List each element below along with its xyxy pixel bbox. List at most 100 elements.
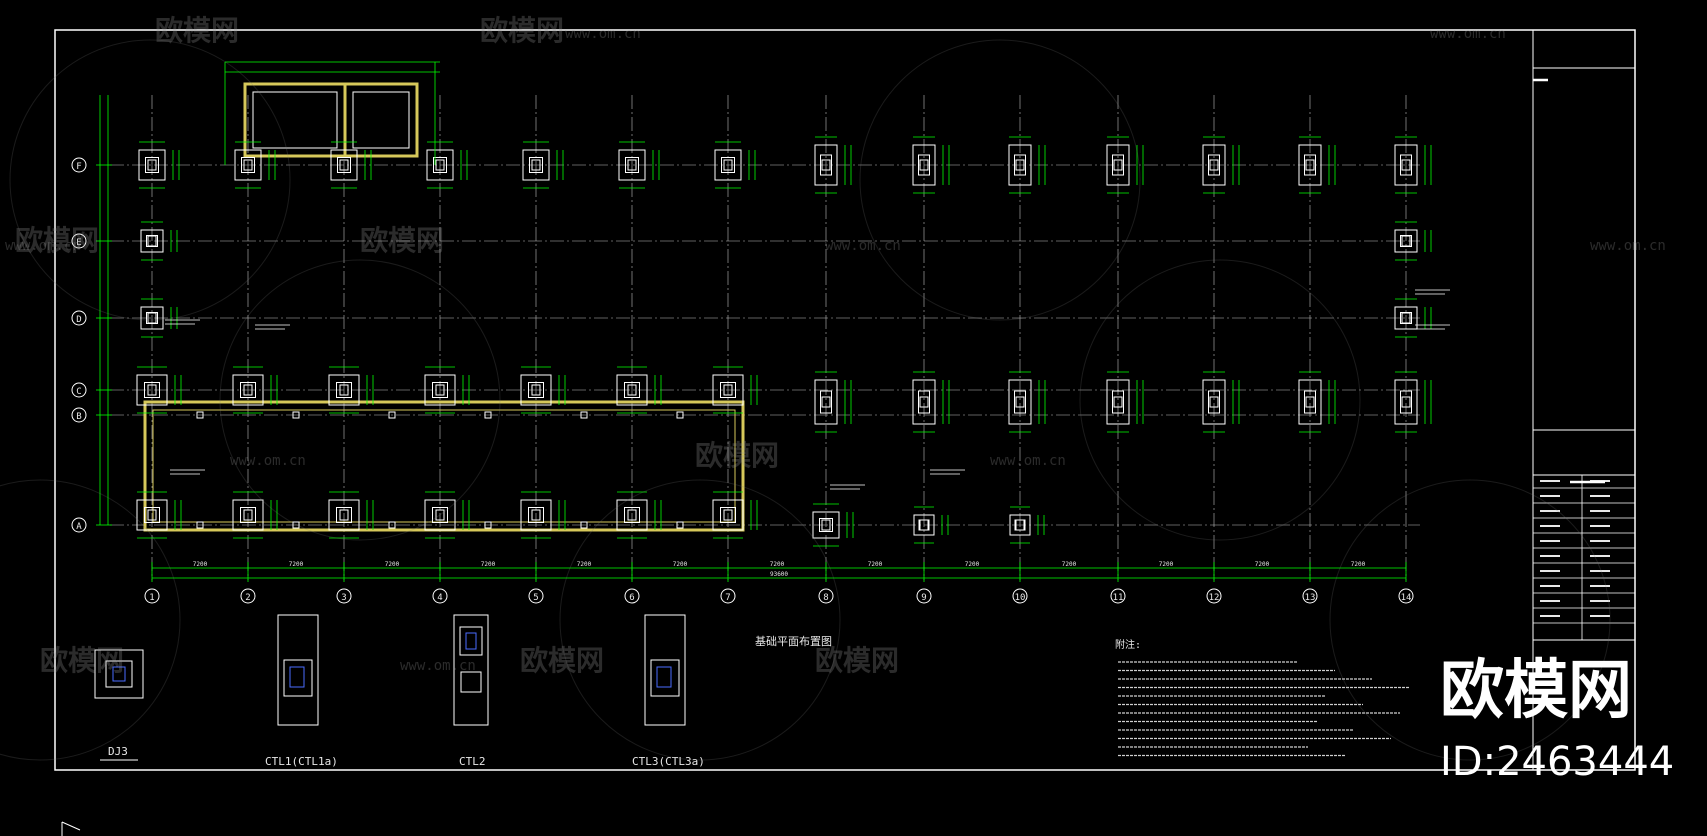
column <box>484 521 492 529</box>
column <box>339 159 349 171</box>
footing <box>714 141 756 189</box>
dim-text: 7200 <box>577 561 592 568</box>
footing <box>913 506 949 544</box>
axis-bubble <box>71 517 87 533</box>
footing <box>1008 136 1046 194</box>
axis-label: D <box>76 315 81 325</box>
watermark-ring <box>559 479 841 761</box>
axis-bubble <box>71 407 87 423</box>
footing-outline <box>1009 514 1031 536</box>
column <box>484 411 492 419</box>
column <box>1305 159 1315 171</box>
column <box>821 396 831 408</box>
pedestal <box>1112 390 1124 414</box>
column <box>435 509 445 521</box>
axis-label: 7 <box>725 593 730 603</box>
column <box>580 411 588 419</box>
footing-outline <box>1298 144 1322 186</box>
footing <box>1008 371 1046 433</box>
watermark-ring <box>9 39 291 321</box>
pedestal <box>432 382 448 398</box>
footing-outline <box>616 374 648 406</box>
footing-outline <box>520 499 552 531</box>
axis-label: 9 <box>921 593 926 603</box>
pedestal <box>240 382 256 398</box>
footing-outline <box>426 149 454 181</box>
detail-label: CTL3(CTL3a) <box>632 755 705 768</box>
column <box>243 384 253 396</box>
detail-label: DJ3 <box>108 745 128 758</box>
footing-outline <box>424 499 456 531</box>
column <box>723 509 733 521</box>
column <box>1209 396 1219 408</box>
pedestal <box>240 507 256 523</box>
pedestal <box>820 390 832 414</box>
footing <box>138 141 180 189</box>
watermark-url: www.om.cn <box>230 453 306 469</box>
axis-bubble <box>71 157 87 173</box>
footing-outline <box>1394 379 1418 425</box>
pedestal <box>337 157 351 173</box>
pedestal <box>624 507 640 523</box>
footing <box>814 371 852 433</box>
footing <box>1009 506 1045 544</box>
footing-outline <box>812 511 840 539</box>
pedestal <box>624 382 640 398</box>
watermark-brand: 欧模网 <box>520 644 604 677</box>
column <box>292 411 300 419</box>
column <box>147 235 157 247</box>
column <box>580 521 588 529</box>
dim-text: 7200 <box>193 561 208 568</box>
watermark-brand: 欧模网 <box>815 644 899 677</box>
pedestal <box>144 382 160 398</box>
footing <box>912 371 950 433</box>
footing <box>330 141 372 189</box>
column <box>147 509 157 521</box>
footing-outline <box>1202 144 1226 186</box>
detail-dj3: DJ3 <box>94 649 144 761</box>
dim-text: 7200 <box>673 561 688 568</box>
axis-label: E <box>76 238 81 248</box>
ucs-icon <box>61 821 81 836</box>
axis-bubble <box>528 588 544 604</box>
big-brand-watermark: 欧模网 <box>1440 654 1632 728</box>
footing-outline <box>1394 144 1418 186</box>
column <box>1401 159 1411 171</box>
axis-label: F <box>76 162 81 172</box>
footing <box>520 366 566 414</box>
footing-outline <box>234 149 262 181</box>
footing <box>912 136 950 194</box>
pedestal <box>1304 154 1316 176</box>
pedestal <box>720 382 736 398</box>
pedestal <box>1208 154 1220 176</box>
footing-outline <box>520 374 552 406</box>
dim-text: 7200 <box>385 561 400 568</box>
detail-ctl1: CTL1(CTL1a) <box>262 614 338 771</box>
footing-outline <box>912 144 936 186</box>
column <box>919 519 929 531</box>
footing-outline <box>140 306 164 330</box>
pedestal <box>820 154 832 176</box>
footing-outline <box>618 149 646 181</box>
footing-outline <box>424 374 456 406</box>
notes-block: 附注: <box>1115 638 1409 757</box>
footing <box>1298 136 1336 194</box>
axis-bubble <box>1012 588 1028 604</box>
dim-text: 93600 <box>770 571 788 578</box>
detail-label: CTL2 <box>459 755 486 768</box>
footing-outline <box>232 499 264 531</box>
footing <box>812 503 854 547</box>
pedestal <box>1400 154 1412 176</box>
column <box>1305 396 1315 408</box>
axis-label: B <box>76 412 81 422</box>
pedestal <box>336 382 352 398</box>
pedestal <box>918 390 930 414</box>
column <box>292 521 300 529</box>
column <box>196 521 204 529</box>
watermark-ring <box>859 39 1141 321</box>
axis-label: A <box>76 522 82 532</box>
column <box>147 312 157 324</box>
footing <box>232 366 278 414</box>
